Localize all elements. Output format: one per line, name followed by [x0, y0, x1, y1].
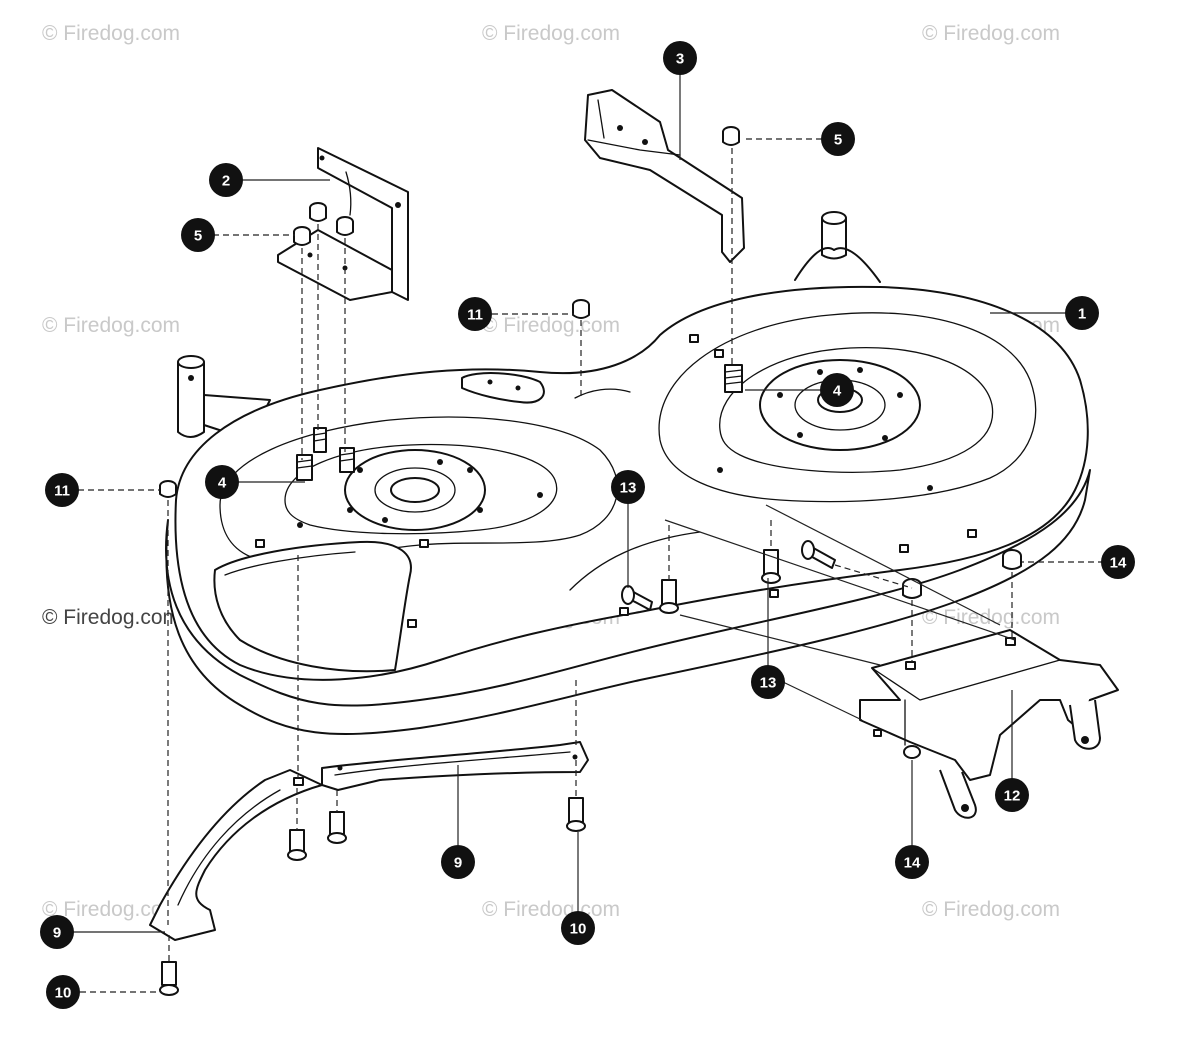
callout-9-left: 9 — [40, 915, 74, 949]
callout-10-left-label: 10 — [55, 985, 72, 1002]
callout-3: 3 — [663, 41, 697, 75]
callout-4-right: 4 — [820, 373, 854, 407]
callout-9-center-label: 9 — [454, 855, 462, 872]
callout-13-bottom-label: 13 — [760, 675, 777, 692]
callout-2-label: 2 — [222, 173, 230, 190]
callout-3-label: 3 — [676, 51, 684, 68]
callout-1: 1 — [1065, 296, 1099, 330]
callout-5-left-label: 5 — [194, 228, 202, 245]
callout-13-bottom: 13 — [751, 665, 785, 699]
baffle-9-left — [149, 769, 323, 941]
callout-5-right: 5 — [821, 122, 855, 156]
watermark: © Firedog.com — [922, 606, 1060, 629]
assembly-lines — [167, 148, 1016, 962]
watermark: © Firedog.com — [42, 22, 180, 45]
baffle-3 — [584, 89, 745, 263]
callout-13-top-label: 13 — [620, 480, 637, 497]
callout-11-top: 11 — [458, 297, 492, 331]
hanger-bracket-12 — [859, 629, 1119, 819]
callout-11-top-label: 11 — [467, 307, 483, 324]
callout-12-label: 12 — [1004, 788, 1021, 805]
watermark: © Firedog.com — [42, 314, 180, 337]
watermark: © Firedog.com — [42, 606, 180, 629]
callout-4-left: 4 — [205, 465, 239, 499]
callout-11-left: 11 — [45, 473, 79, 507]
fasteners — [159, 126, 1022, 996]
callout-9-center: 9 — [441, 845, 475, 879]
callout-14-bottom: 14 — [895, 845, 929, 879]
callout-14-right: 14 — [1101, 545, 1135, 579]
callout-10-center: 10 — [561, 911, 595, 945]
callout-2: 2 — [209, 163, 243, 197]
watermark: © Firedog.com — [482, 314, 620, 337]
callout-14-bottom-label: 14 — [904, 855, 921, 872]
watermark: © Firedog.com — [482, 898, 620, 921]
callout-5-left: 5 — [181, 218, 215, 252]
callout-12: 12 — [995, 778, 1029, 812]
watermark: © Firedog.com — [922, 22, 1060, 45]
callout-10-center-label: 10 — [570, 921, 587, 938]
watermark: © Firedog.com — [922, 898, 1060, 921]
callout-5-right-label: 5 — [834, 132, 842, 149]
callout-1-label: 1 — [1078, 306, 1086, 323]
baffle-9-front — [321, 741, 589, 791]
callout-10-left: 10 — [46, 975, 80, 1009]
watermark: © Firedog.com — [42, 898, 180, 921]
watermark: © Firedog.com — [482, 22, 620, 45]
callout-4-left-label: 4 — [218, 475, 227, 492]
callout-4-right-label: 4 — [833, 383, 842, 400]
callout-9-left-label: 9 — [53, 925, 61, 942]
callout-11-left-label: 11 — [54, 483, 70, 500]
callout-13-top: 13 — [611, 470, 645, 504]
callouts: 1 2 3 4 4 5 5 9 — [40, 41, 1135, 1009]
callout-14-right-label: 14 — [1110, 555, 1127, 572]
